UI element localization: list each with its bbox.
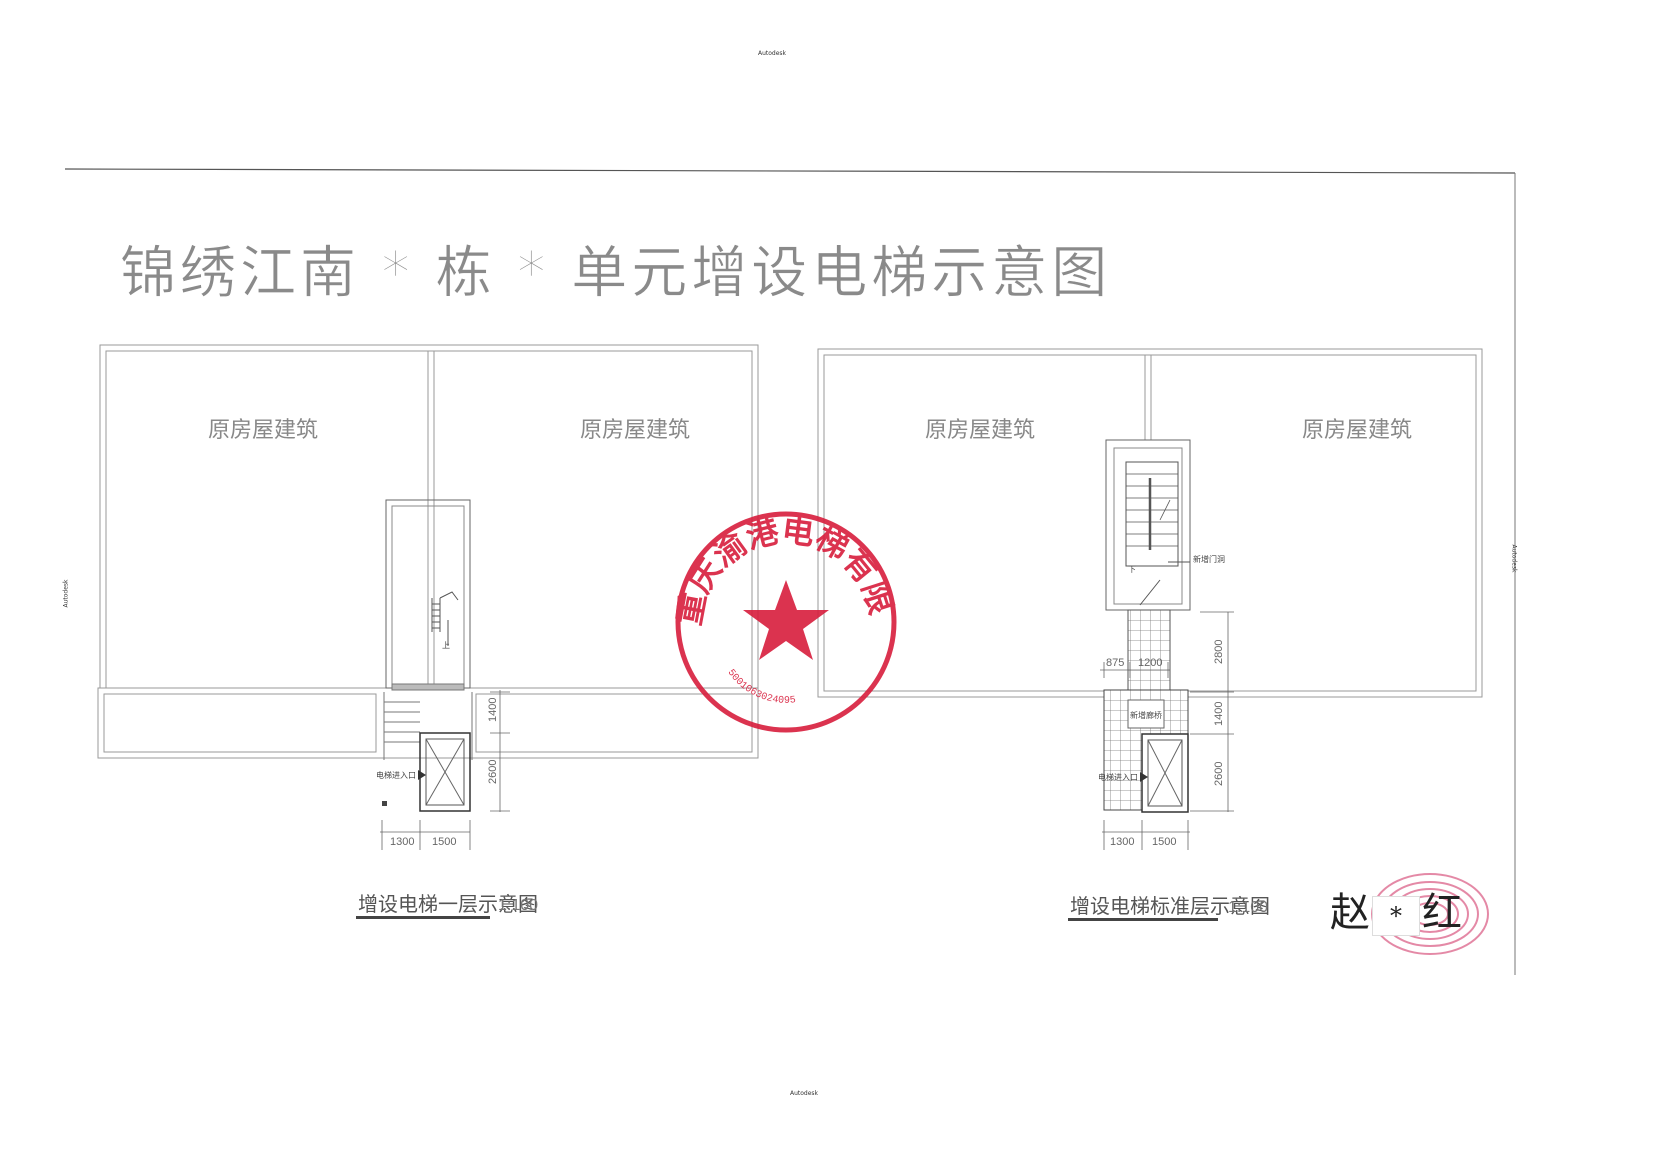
right-entrance-label: 电梯进入口 [1098, 772, 1138, 782]
right-caption-underline [1068, 918, 1218, 921]
header-mark: Autodesk [758, 50, 787, 57]
left-plan-scale: 1:100 [498, 897, 539, 914]
signature-after: 红 [1422, 890, 1462, 936]
signature-before: 赵 [1330, 890, 1370, 936]
left-dim-v-2: 2600 [487, 760, 499, 784]
left-stair-up-text: 上 [442, 641, 450, 650]
left-plan-caption: 增设电梯一层示意图 [358, 892, 538, 916]
stamp-star-icon [743, 580, 829, 660]
right-door-label: 新增门洞 [1193, 554, 1225, 564]
signature-redaction-box: * [1372, 896, 1420, 936]
right-dim-h-2: 1500 [1152, 836, 1176, 848]
right-dim-top-2: 1200 [1138, 657, 1162, 669]
left-room-label-a: 原房屋建筑 [208, 418, 319, 443]
right-plan-caption: 增设电梯标准层示意图 [1070, 894, 1270, 918]
left-dim-h-2: 1500 [432, 836, 456, 848]
right-dim-v-2: 1400 [1213, 702, 1225, 726]
right-room-label-b: 原房屋建筑 [1302, 418, 1413, 443]
left-room-label-b: 原房屋建筑 [580, 418, 691, 443]
signature-middle: * [1390, 902, 1402, 930]
right-stair-down-text: 下 [1128, 565, 1136, 574]
right-dim-top-1: 875 [1106, 657, 1124, 669]
right-dim-h-1: 1300 [1110, 836, 1134, 848]
left-dim-h-1: 1300 [390, 836, 414, 848]
right-dim-v-3: 2600 [1213, 762, 1225, 786]
signature: 赵 * 红 [1330, 880, 1462, 938]
right-corridor-label: 新增廊桥 [1130, 710, 1162, 720]
right-room-label-a: 原房屋建筑 [925, 418, 1036, 443]
stamp-number-text: 5001063024095 [725, 668, 797, 707]
left-caption-underline [356, 916, 490, 919]
left-dim-v-1: 1400 [487, 698, 499, 722]
drawing-title: 锦绣江南 * 栋 * 单元增设电梯示意图 [120, 241, 1112, 307]
left-entrance-label: 电梯进入口 [376, 770, 416, 780]
company-stamp: 重庆渝港电梯有限公司 5001063024095 [666, 502, 900, 733]
footer-mark: Autodesk [790, 1090, 819, 1097]
right-plan-scale: 1:100 [1228, 899, 1269, 916]
right-dim-v-1: 2800 [1213, 640, 1225, 664]
